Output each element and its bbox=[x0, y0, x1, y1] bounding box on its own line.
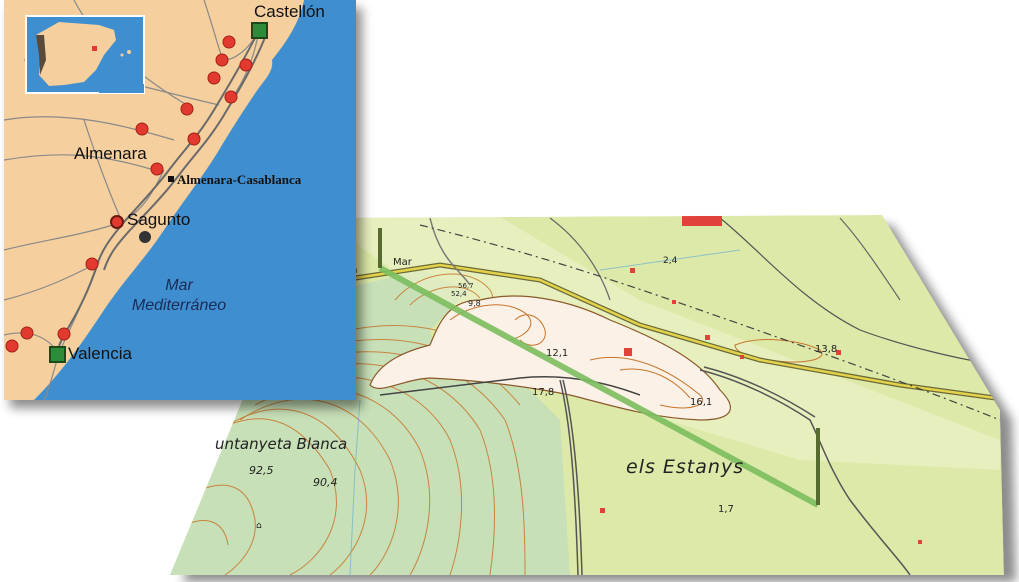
city-label-castellon: Castellón bbox=[254, 2, 325, 21]
place-name-label: els Estanys bbox=[626, 456, 744, 478]
section-line bbox=[378, 228, 820, 508]
spot-height: 17,8 bbox=[532, 387, 554, 398]
spot-height: 12,1 bbox=[546, 348, 568, 359]
sagunto-castle-marker bbox=[139, 231, 151, 243]
sea-label: Mar Mediterráneo bbox=[119, 276, 239, 316]
city-label-sagunto: Sagunto bbox=[127, 210, 191, 229]
spot-height: 16,1 bbox=[690, 397, 712, 408]
spot-height: 1,7 bbox=[718, 504, 734, 515]
city-label-almenara: Almenara bbox=[74, 144, 147, 163]
sagunto-marker bbox=[110, 215, 124, 229]
road-label: Mar bbox=[393, 257, 413, 268]
spot-height: 2,4 bbox=[663, 256, 678, 266]
site-contours bbox=[449, 304, 823, 409]
railway-line bbox=[419, 224, 1001, 421]
regional-map-graphic bbox=[4, 0, 356, 400]
spot-height: 9,8 bbox=[468, 299, 481, 308]
spot-height: 56,7 bbox=[458, 282, 474, 290]
spot-height: 90,4 bbox=[313, 476, 338, 489]
spot-height: 13,8 bbox=[815, 344, 837, 355]
spot-height: 92,5 bbox=[249, 464, 274, 477]
regional-map: Castellón Almenara Almenara-Casablanca S… bbox=[4, 0, 356, 400]
sea-label-line2: Mediterráneo bbox=[131, 297, 227, 314]
hill-name-label: untanyeta Blanca bbox=[215, 435, 347, 453]
sea-label-line1: Mar bbox=[165, 277, 193, 294]
grid-line bbox=[599, 249, 741, 271]
castellon-capital-marker bbox=[251, 22, 268, 39]
spot-height: 52,4 bbox=[451, 290, 467, 298]
sea-area bbox=[34, 0, 356, 400]
site-label-almenara-casablanca: Almenara-Casablanca bbox=[177, 172, 302, 187]
almenara-casablanca-marker bbox=[168, 176, 174, 182]
grid-line bbox=[349, 399, 361, 575]
valencia-capital-marker bbox=[49, 346, 66, 363]
contour-label: ⌂ bbox=[256, 521, 262, 531]
city-dots bbox=[5, 35, 253, 353]
city-label-valencia: Valencia bbox=[68, 344, 132, 363]
inset-iberia-map bbox=[25, 15, 145, 94]
